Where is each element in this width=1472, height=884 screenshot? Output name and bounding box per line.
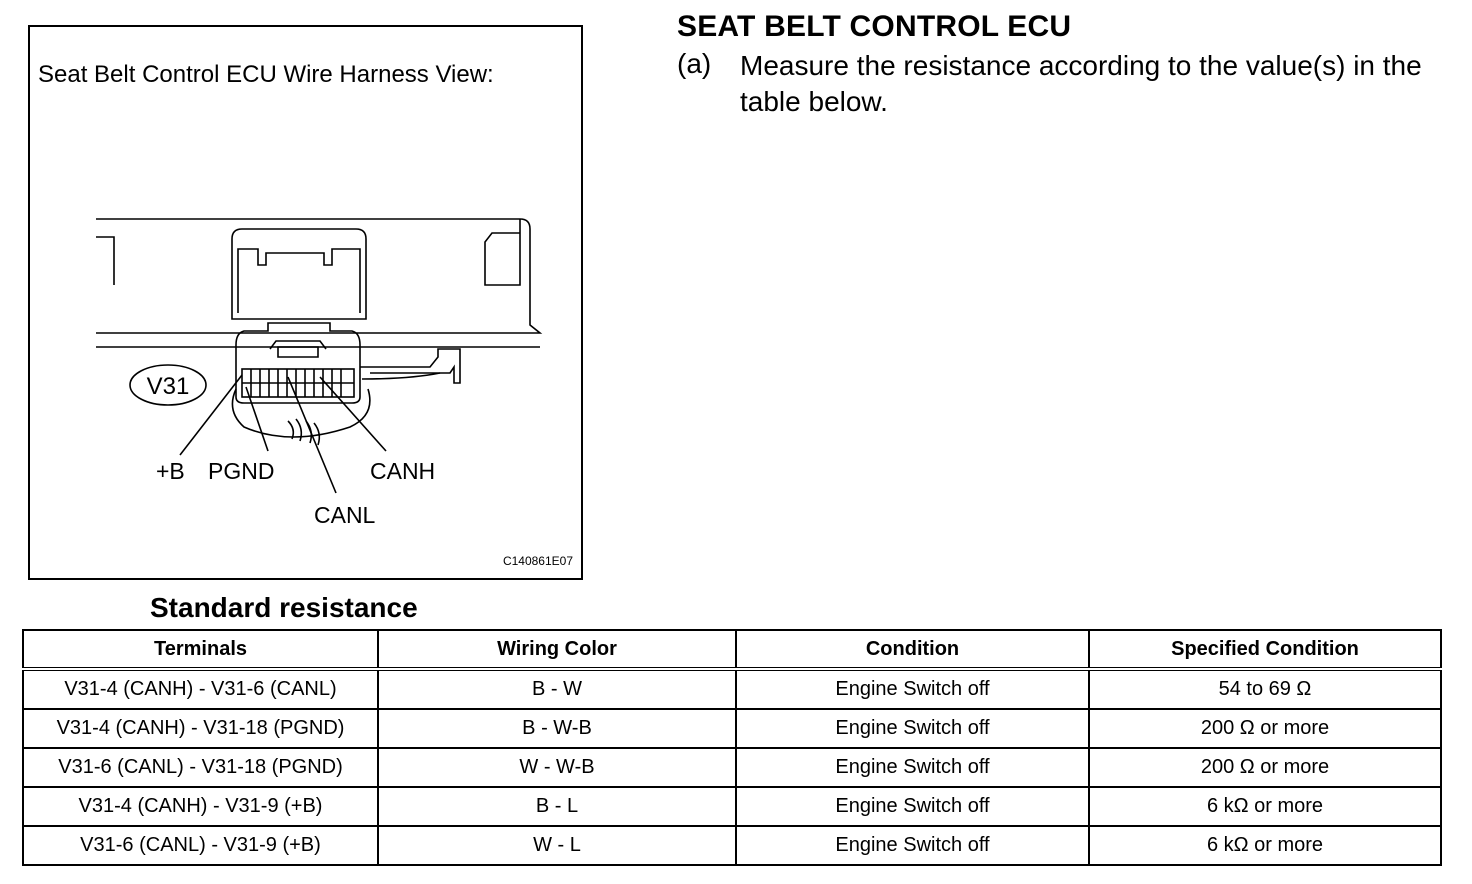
cell-wiring-color: B - W bbox=[377, 668, 737, 710]
cell-condition: Engine Switch off bbox=[735, 747, 1090, 788]
connector-label-oval bbox=[129, 364, 207, 406]
terminal-label-canh: CANH bbox=[370, 458, 435, 484]
cell-terminals: V31-6 (CANL) - V31-18 (PGND) bbox=[22, 747, 379, 788]
harness-diagram: V31 +B PGND CANH CANL bbox=[96, 218, 543, 528]
step-text: Measure the resistance according to the … bbox=[740, 50, 1422, 117]
cell-condition: Engine Switch off bbox=[735, 708, 1090, 749]
cell-specified-condition: 200 Ω or more bbox=[1088, 747, 1442, 788]
cell-condition: Engine Switch off bbox=[735, 786, 1090, 827]
cell-terminals: V31-4 (CANH) - V31-6 (CANL) bbox=[22, 668, 379, 710]
cell-terminals: V31-4 (CANH) - V31-9 (+B) bbox=[22, 786, 379, 827]
cell-terminals: V31-4 (CANH) - V31-18 (PGND) bbox=[22, 708, 379, 749]
cell-terminals: V31-6 (CANL) - V31-9 (+B) bbox=[22, 825, 379, 866]
table-row: V31-4 (CANH) - V31-9 (+B) B - L Engine S… bbox=[22, 786, 1442, 827]
header-condition: Condition bbox=[735, 629, 1090, 671]
table-row: V31-4 (CANH) - V31-18 (PGND) B - W-B Eng… bbox=[22, 708, 1442, 749]
figure-title: Seat Belt Control ECU Wire Harness View: bbox=[38, 61, 494, 88]
harness-figure: Seat Belt Control ECU Wire Harness View: bbox=[28, 25, 583, 580]
header-terminals: Terminals bbox=[22, 629, 379, 671]
terminal-label-pgnd: PGND bbox=[208, 458, 274, 484]
cell-specified-condition: 6 kΩ or more bbox=[1088, 786, 1442, 827]
table-header-row: Terminals Wiring Color Condition Specifi… bbox=[22, 629, 1442, 671]
standard-resistance-table: Terminals Wiring Color Condition Specifi… bbox=[22, 629, 1442, 866]
cell-wiring-color: W - W-B bbox=[377, 747, 737, 788]
header-specified-condition: Specified Condition bbox=[1088, 629, 1442, 671]
step-label: (a) bbox=[677, 48, 712, 79]
cell-specified-condition: 200 Ω or more bbox=[1088, 708, 1442, 749]
figure-code: C140861E07 bbox=[502, 554, 573, 568]
table-row: V31-4 (CANH) - V31-6 (CANL) B - W Engine… bbox=[22, 668, 1442, 710]
terminal-label-canl: CANL bbox=[314, 502, 376, 528]
cell-condition: Engine Switch off bbox=[735, 668, 1090, 710]
harness-connector bbox=[235, 322, 361, 404]
cell-specified-condition: 6 kΩ or more bbox=[1088, 825, 1442, 866]
table-row: V31-6 (CANL) - V31-18 (PGND) W - W-B Eng… bbox=[22, 747, 1442, 788]
ecu-body bbox=[96, 218, 543, 334]
table-row: V31-6 (CANL) - V31-9 (+B) W - L Engine S… bbox=[22, 825, 1442, 866]
ecu-socket bbox=[231, 228, 367, 320]
cell-specified-condition: 54 to 69 Ω bbox=[1088, 668, 1442, 710]
cell-wiring-color: W - L bbox=[377, 825, 737, 866]
cell-wiring-color: B - L bbox=[377, 786, 737, 827]
section-title: SEAT BELT CONTROL ECU bbox=[677, 10, 1072, 43]
terminal-label-plus-b: +B bbox=[156, 458, 185, 484]
table-title: Standard resistance bbox=[150, 592, 418, 623]
cell-wiring-color: B - W-B bbox=[377, 708, 737, 749]
connector-label: V31 bbox=[147, 373, 190, 400]
header-wiring-color: Wiring Color bbox=[377, 629, 737, 671]
cell-condition: Engine Switch off bbox=[735, 825, 1090, 866]
